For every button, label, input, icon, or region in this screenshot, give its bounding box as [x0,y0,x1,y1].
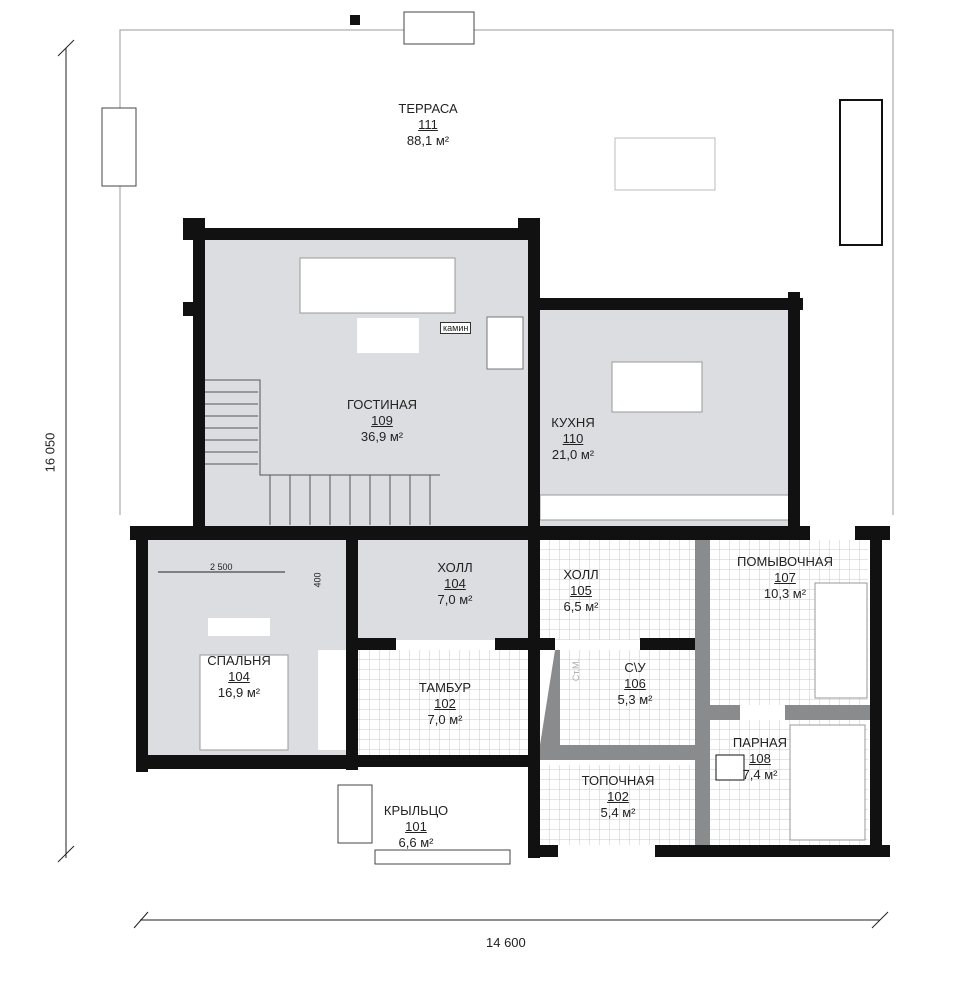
kitchen-table [611,361,703,413]
fireplace [486,316,524,370]
dimension-bed-offset: 400 [312,572,323,588]
bbq [839,99,883,246]
kitchen-counter [539,494,791,521]
dimension-bed-width: 2 500 [210,562,233,572]
wc-floor [560,650,695,745]
fireplace-label: камин [440,322,472,334]
terrace-window [403,11,475,45]
porch-window [337,784,373,844]
boiler-floor [540,765,695,845]
dimension-width: 14 600 [486,935,526,950]
shower [814,582,868,699]
terrace-table [614,137,716,191]
porch-step [374,849,511,865]
washer-label: Ст.М. [571,658,582,682]
hall-105-floor [540,540,695,640]
wardrobe [318,650,346,750]
tambur-floor [357,650,528,755]
bedside [208,618,270,636]
walls [130,15,890,858]
dimension-lines [57,39,889,929]
sofa [299,257,456,314]
hall-104-floor [357,540,528,640]
side-window [101,107,137,187]
bed [199,654,289,751]
staircase [205,379,440,525]
dimension-height: 16 050 [42,432,58,473]
inner-walls [540,540,870,845]
sauna-stove [715,754,745,781]
coffee-table [357,318,419,353]
terrace-outline [119,29,894,515]
sauna-bench [789,724,866,841]
kitchen-floor [540,308,790,526]
